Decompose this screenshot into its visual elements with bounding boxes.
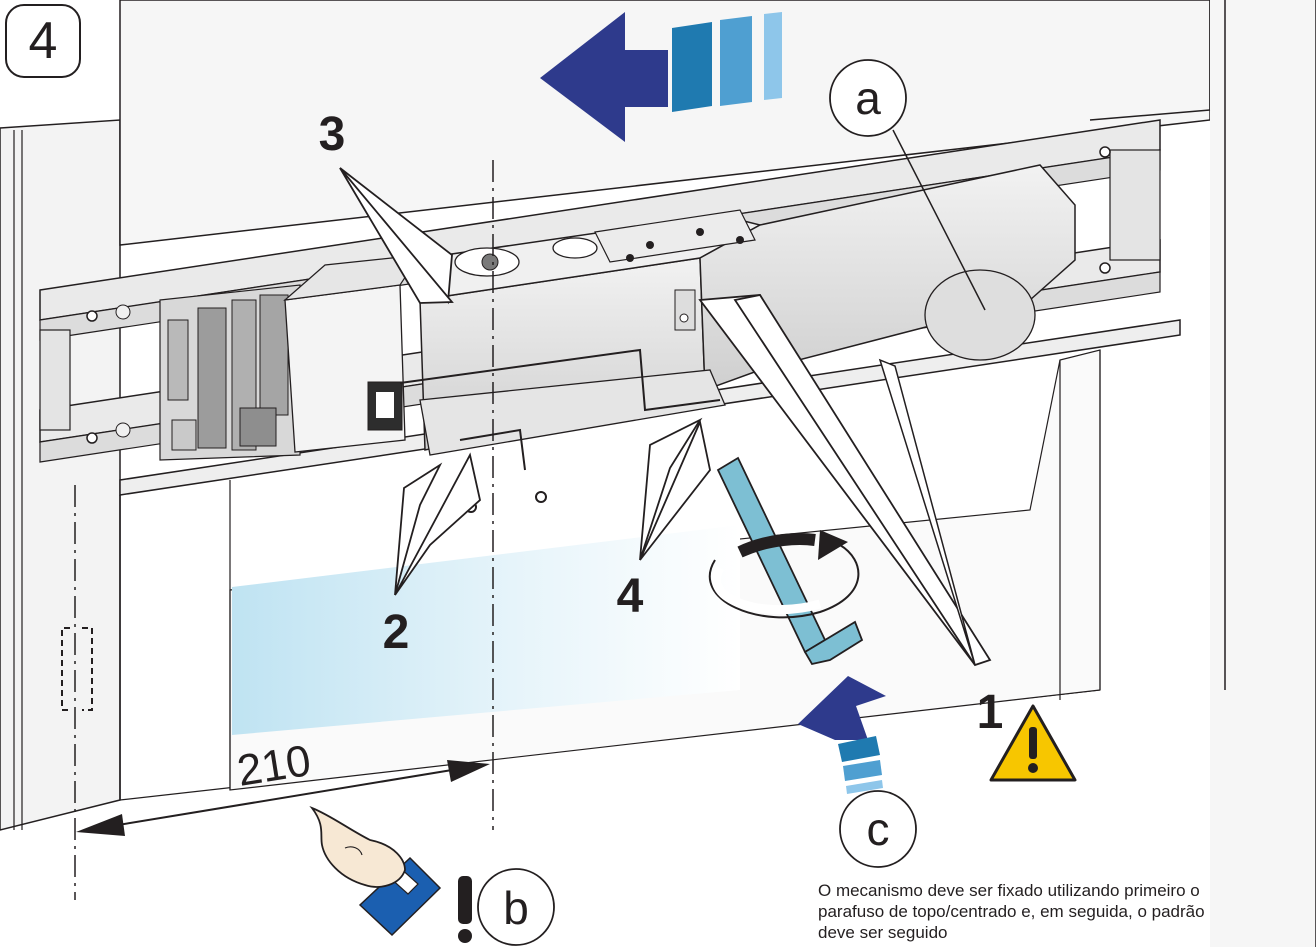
dimension-arrow-right bbox=[447, 760, 490, 782]
caption-line-3: deve ser seguido bbox=[818, 923, 948, 942]
up-arrow-icon bbox=[798, 676, 886, 794]
marker-2-label: 2 bbox=[383, 606, 410, 659]
marker-4-label: 4 bbox=[617, 570, 644, 623]
fixing-hole bbox=[535, 491, 547, 503]
glass-pane bbox=[232, 525, 740, 735]
rail-screw bbox=[1099, 146, 1111, 158]
rotation-arrow-icon bbox=[708, 530, 860, 619]
callout-a-label: a bbox=[855, 72, 881, 124]
callout-c-label: c bbox=[867, 803, 890, 855]
marker-2: 2 bbox=[383, 452, 481, 659]
callout-c: c bbox=[839, 790, 917, 868]
hex-key-icon bbox=[716, 456, 864, 666]
direction-arrow-icon bbox=[540, 12, 782, 142]
drive-unit bbox=[399, 164, 1076, 513]
dimension-arrow-left bbox=[76, 814, 125, 836]
dashed-bracket bbox=[61, 627, 93, 711]
dimension-value: 210 bbox=[234, 736, 314, 796]
marker-4: 4 bbox=[617, 417, 711, 623]
pointing-hand-icon bbox=[309, 805, 442, 937]
instruction-caption: O mecanismo deve ser fixado utilizando p… bbox=[818, 880, 1298, 943]
marker-1: 1 bbox=[698, 293, 1004, 739]
callout-a: a bbox=[829, 59, 986, 311]
control-board bbox=[159, 254, 422, 461]
caption-line-2: parafuso de topo/centrado e, em seguida,… bbox=[818, 902, 1205, 921]
caption-line-1: O mecanismo deve ser fixado utilizando p… bbox=[818, 881, 1200, 900]
marker-3: 3 bbox=[319, 108, 454, 305]
rail-screw bbox=[86, 310, 98, 322]
marker-1-label: 1 bbox=[977, 686, 1004, 739]
callout-b-label: b bbox=[503, 882, 529, 934]
marker-3-label: 3 bbox=[319, 108, 346, 161]
rail-screw bbox=[86, 432, 98, 444]
dimension-210: 210 bbox=[76, 736, 490, 836]
step-badge: 4 bbox=[5, 4, 81, 78]
rail-screw bbox=[1099, 262, 1111, 274]
step-number: 4 bbox=[29, 12, 58, 70]
warning-icon bbox=[989, 704, 1077, 782]
callout-b: b bbox=[477, 868, 555, 946]
exclamation-icon bbox=[458, 876, 472, 943]
